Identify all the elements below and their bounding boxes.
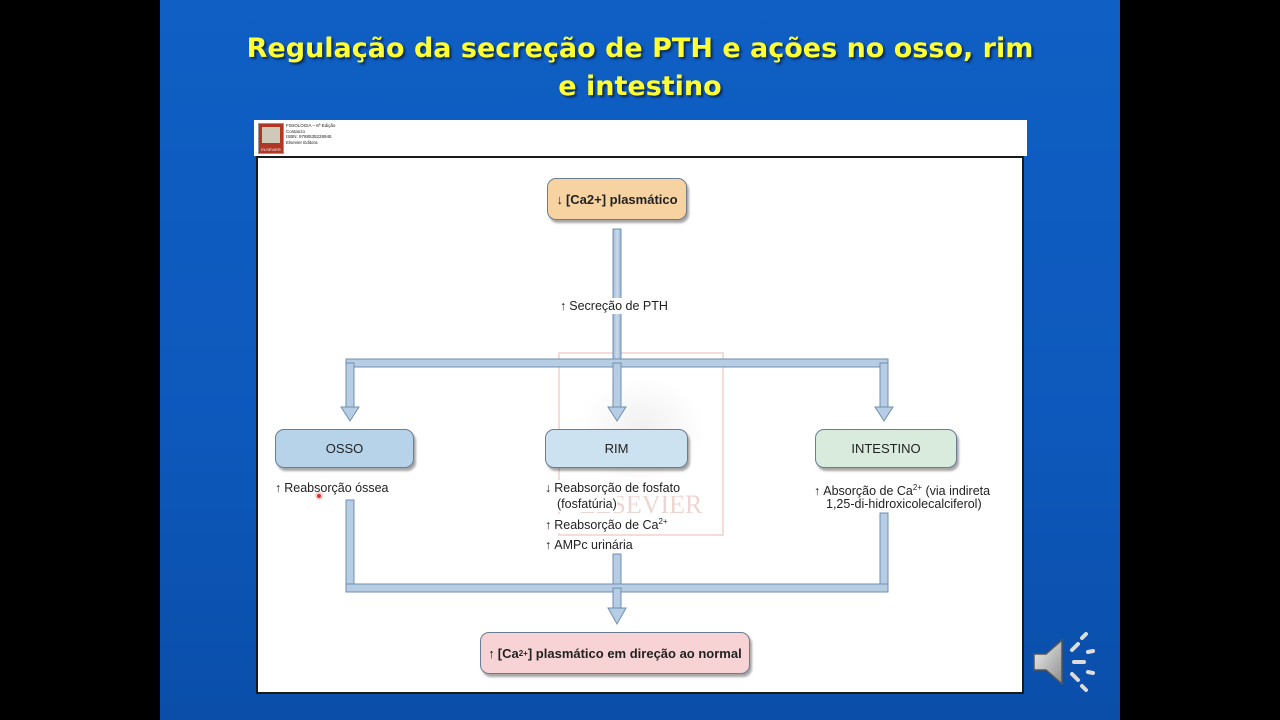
book-info-line: ISBN: 9788535228945 — [286, 134, 332, 139]
arrowhead-intestino — [874, 406, 894, 422]
book-info-line: Elsevier Editora — [286, 139, 318, 145]
intestino-effect-sup: 2+ — [912, 483, 923, 492]
book-header-strip: ELSEVIER FISIOLOGIA – 6ª Edição Costanzo… — [254, 120, 1027, 156]
slide-title-line1: Regulação da secreção de PTH e ações no … — [246, 33, 1034, 64]
pth-secretion-text: Secreção de PTH — [569, 299, 668, 313]
slide: Regulação da secreção de PTH e ações no … — [160, 0, 1120, 720]
diagram-arrows — [340, 228, 894, 626]
rim-box: RIM — [545, 429, 688, 468]
plasma-calcium-normal-suffix: ] plasmático em direção ao normal — [527, 645, 742, 661]
speaker-icon[interactable] — [1030, 632, 1096, 692]
up-arrow-icon — [814, 484, 823, 498]
book-info-line: FISIOLOGIA – 6ª Edição — [286, 123, 336, 128]
book-cover-brand: ELSEVIER — [261, 147, 281, 152]
arrow-shaft-bottom — [612, 587, 622, 611]
intestino-effect: Absorção de Ca2+ (via indireta — [814, 480, 990, 499]
arrow-shaft-intestino — [879, 362, 889, 410]
plasma-calcium-normal-sup: 2+ — [518, 648, 528, 658]
arrowhead-bottom — [607, 607, 627, 626]
rim-effect-calcium: Reabsorção de Ca2+ — [545, 514, 668, 534]
intestino-label: INTESTINO — [851, 441, 921, 456]
intestino-box: INTESTINO — [815, 429, 957, 468]
up-arrow-icon — [488, 646, 498, 661]
osso-label: OSSO — [325, 441, 364, 456]
up-arrow-icon — [545, 518, 554, 532]
plasma-calcium-normal-box: [Ca2+] plasmático em direção ao normal — [480, 632, 750, 674]
pth-secretion-label: Secreção de PTH — [558, 298, 670, 314]
up-arrow-icon — [545, 538, 554, 552]
rim-effect-phosphaturia-text: (fosfatúria) — [557, 497, 617, 511]
rim-effect-camp-text: AMPc urinária — [554, 538, 633, 552]
plasma-calcium-normal-prefix: [Ca — [497, 645, 519, 661]
pth-regulation-diagram: ELSEVIER — [256, 156, 1024, 694]
book-cover-thumbnail: ELSEVIER — [258, 123, 284, 154]
rim-effect-phosphaturia: (fosfatúria) — [557, 496, 617, 512]
intestino-effect-line2: 1,25-di-hidroxicolecalciferol) — [826, 496, 982, 512]
return-shaft-osso — [345, 499, 355, 593]
intestino-effect-suffix: (via indireta — [922, 484, 991, 499]
rim-effect-phosphate-text: Reabsorção de fosfato — [554, 481, 681, 495]
intestino-effect-text: Absorção de Ca — [823, 484, 913, 499]
osso-effect: Reabsorção óssea — [275, 480, 388, 496]
rim-label: RIM — [604, 441, 629, 456]
osso-effect-text: Reabsorção óssea — [284, 481, 389, 495]
plasma-calcium-low-label: [Ca2+] plasmático — [565, 191, 678, 207]
plasma-calcium-low-box: [Ca2+] plasmático — [547, 178, 687, 220]
down-arrow-icon — [556, 192, 566, 207]
rim-effect-phosphate: Reabsorção de fosfato — [545, 480, 681, 496]
up-arrow-icon — [560, 299, 569, 313]
book-info: FISIOLOGIA – 6ª Edição Costanzo ISBN: 97… — [286, 123, 335, 145]
arrow-shaft-osso — [345, 362, 355, 410]
rim-effect-calcium-sup: 2+ — [658, 517, 668, 526]
intestino-effect-line2-text: 1,25-di-hidroxicolecalciferol) — [826, 497, 982, 511]
slide-title-line2: e intestino — [558, 71, 722, 102]
rim-effect-camp: AMPc urinária — [545, 537, 633, 553]
rim-effect-calcium-text: Reabsorção de Ca — [554, 518, 659, 533]
up-arrow-icon — [275, 481, 284, 495]
arrow-shaft-rim — [612, 362, 622, 410]
book-info-line: Costanzo — [286, 128, 306, 134]
osso-box: OSSO — [275, 429, 414, 468]
return-shaft-intestino — [879, 512, 889, 593]
arrowhead-osso — [340, 406, 360, 422]
down-arrow-icon — [545, 481, 554, 495]
slide-title: Regulação da secreção de PTH e ações no … — [160, 30, 1120, 106]
pointer-cursor-icon — [315, 492, 323, 500]
arrowhead-rim — [607, 406, 627, 422]
